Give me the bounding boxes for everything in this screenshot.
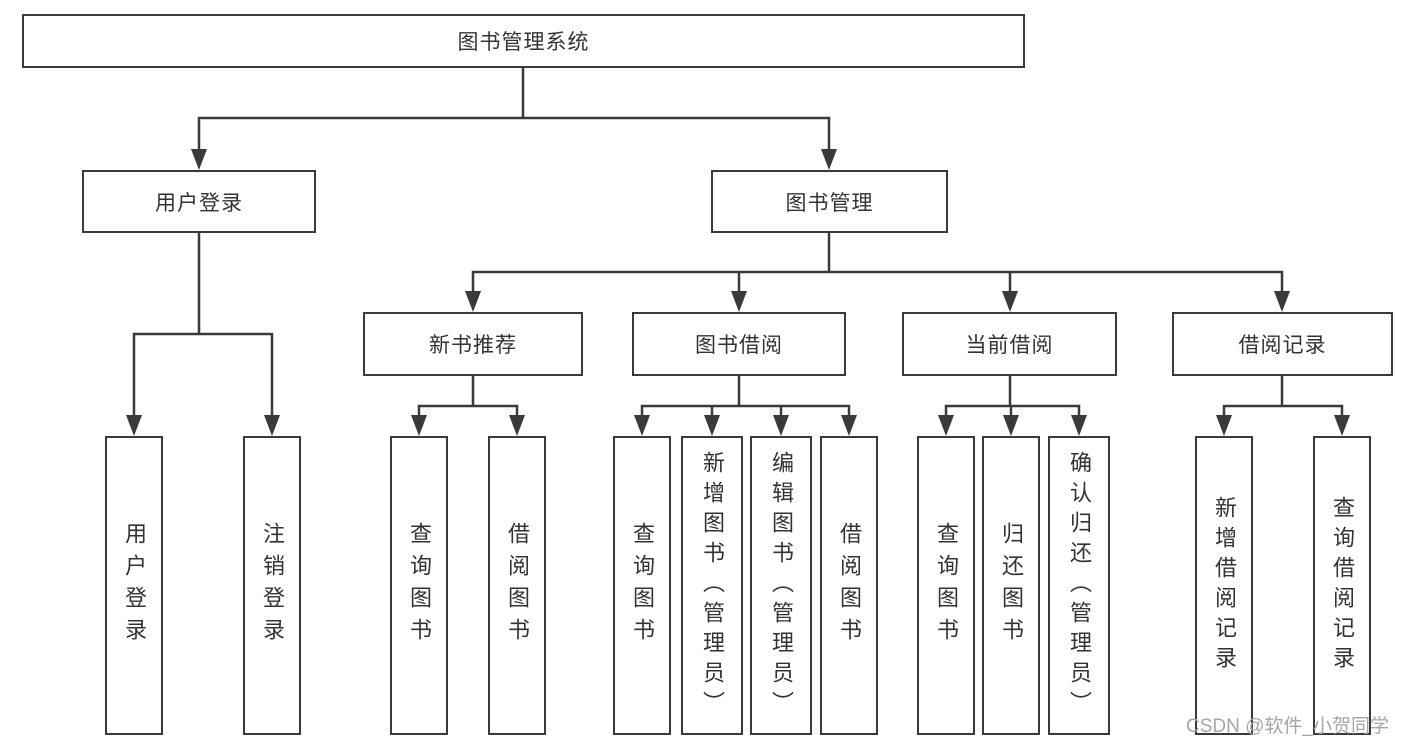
- leaf-label: 查询图书: [630, 521, 655, 650]
- leaf-label: 新增借阅记录: [1212, 495, 1237, 676]
- leaf-label: 确认归还（管理员）: [1067, 450, 1092, 721]
- connector-lines: [132, 68, 1344, 416]
- arrowhead-icons: [126, 149, 1350, 436]
- node-book-borrow: 图书借阅: [632, 312, 846, 376]
- node-label: 借阅记录: [1238, 334, 1327, 357]
- leaf-user-login: 用户登录: [105, 436, 163, 735]
- node-borrow-records: 借阅记录: [1172, 312, 1393, 376]
- leaf-borrow-books: 借阅图书: [820, 436, 878, 735]
- leaf-label: 用户登录: [122, 521, 147, 650]
- leaf-label: 查询图书: [934, 521, 959, 650]
- node-book-management: 图书管理: [711, 170, 948, 233]
- node-label: 图书借阅: [695, 334, 783, 357]
- leaf-label: 借阅图书: [837, 521, 862, 650]
- leaf-label: 编辑图书（管理员）: [769, 450, 794, 721]
- leaf-query-books-current: 查询图书: [917, 436, 975, 735]
- csdn-watermark: CSDN @软件_小贺同学: [1186, 716, 1389, 737]
- leaf-borrow-books-recommend: 借阅图书: [488, 436, 546, 735]
- leaf-label: 归还图书: [999, 521, 1024, 650]
- node-label: 新书推荐: [429, 334, 517, 357]
- node-user-login: 用户登录: [82, 170, 316, 233]
- leaf-label: 借阅图书: [505, 521, 530, 650]
- leaf-add-books-admin: 新增图书（管理员）: [681, 436, 743, 735]
- leaf-edit-books-admin: 编辑图书（管理员）: [750, 436, 812, 735]
- leaf-query-books-borrow: 查询图书: [613, 436, 671, 735]
- leaf-confirm-return-admin: 确认归还（管理员）: [1048, 436, 1110, 735]
- node-library-management-system: 图书管理系统: [22, 14, 1025, 68]
- node-label: 当前借阅: [965, 334, 1054, 357]
- leaf-query-borrow-record: 查询借阅记录: [1313, 436, 1371, 735]
- leaf-label: 查询图书: [407, 521, 432, 650]
- node-new-book-recommend: 新书推荐: [363, 312, 583, 376]
- leaf-query-books-recommend: 查询图书: [390, 436, 448, 735]
- node-current-borrow: 当前借阅: [902, 312, 1117, 376]
- leaf-logout: 注销登录: [243, 436, 301, 735]
- leaf-add-borrow-record: 新增借阅记录: [1195, 436, 1253, 735]
- leaf-label: 新增图书（管理员）: [700, 450, 725, 721]
- node-label: 图书管理: [785, 191, 874, 215]
- leaf-label: 查询借阅记录: [1330, 495, 1355, 676]
- leaf-label: 注销登录: [260, 521, 285, 650]
- node-label: 图书管理系统: [457, 31, 590, 54]
- node-label: 用户登录: [155, 191, 243, 215]
- leaf-return-books: 归还图书: [982, 436, 1040, 735]
